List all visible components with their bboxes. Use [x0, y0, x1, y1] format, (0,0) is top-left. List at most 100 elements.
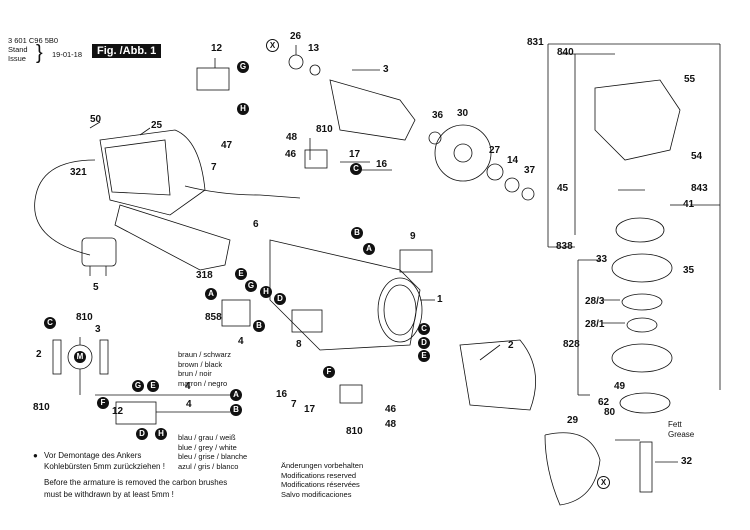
- part-label: 858: [205, 312, 222, 323]
- part-label: 80: [604, 407, 616, 418]
- part-label: 2: [508, 340, 514, 351]
- part-label: 810: [346, 426, 363, 437]
- callout-b: B: [230, 404, 242, 416]
- part-label: 318: [196, 270, 213, 281]
- callout-h: H: [237, 103, 249, 115]
- callout-f: F: [323, 366, 335, 378]
- part-label: 3: [95, 324, 101, 335]
- part-label: 26: [290, 31, 302, 42]
- part-label: 32: [681, 456, 693, 467]
- part-number: 3 601 C96 5B0: [8, 36, 59, 45]
- figure-label: Fig. /Abb. 1: [92, 44, 162, 58]
- part-label: 62: [598, 397, 610, 408]
- part-label: 36: [432, 110, 444, 121]
- part-label: 55: [684, 74, 696, 85]
- changes-reserved: Änderungen vorbehalten Modifications res…: [281, 461, 364, 499]
- callout-c: C: [44, 317, 56, 329]
- issue-label: Issue: [8, 54, 26, 63]
- note-en-2: must be withdrawn by at least 5mm !: [44, 490, 174, 499]
- part-label: 35: [683, 265, 695, 276]
- part-label: 810: [76, 312, 93, 323]
- callout-h: H: [155, 428, 167, 440]
- part-label: 810: [316, 124, 333, 135]
- part-label: 33: [596, 254, 608, 265]
- part-label: 843: [691, 183, 708, 194]
- callout-c: C: [350, 163, 362, 175]
- part-label: 16: [276, 389, 288, 400]
- x-reference: X: [597, 476, 610, 489]
- callout-d: D: [136, 428, 148, 440]
- part-label: 7: [211, 162, 217, 173]
- stand-label: Stand: [8, 45, 28, 54]
- grease-label: Fett Grease: [668, 420, 695, 439]
- callout-m: M: [74, 351, 86, 363]
- part-label: 321: [70, 167, 87, 178]
- brace-icon: }: [36, 42, 43, 64]
- part-label: 30: [457, 108, 469, 119]
- part-label: 12: [211, 43, 223, 54]
- bullet-icon: ●: [33, 451, 38, 460]
- part-label: 9: [410, 231, 416, 242]
- callout-g: G: [245, 280, 257, 292]
- part-label: 17: [349, 149, 361, 160]
- callout-h: H: [260, 286, 272, 298]
- part-label: 7: [291, 399, 297, 410]
- callout-b: B: [351, 227, 363, 239]
- callout-g: G: [132, 380, 144, 392]
- part-label: 13: [308, 43, 320, 54]
- part-label: 27: [489, 145, 501, 156]
- part-label: 4: [238, 336, 244, 347]
- part-label: 45: [557, 183, 569, 194]
- callout-e: E: [235, 268, 247, 280]
- part-label: 838: [556, 241, 573, 252]
- callout-c: C: [418, 323, 430, 335]
- callout-e: E: [418, 350, 430, 362]
- part-label: 46: [285, 149, 297, 160]
- part-label: 16: [376, 159, 388, 170]
- part-label: 828: [563, 339, 580, 350]
- part-label: 48: [286, 132, 298, 143]
- part-label: 49: [614, 381, 626, 392]
- part-label: 1: [437, 294, 443, 305]
- part-label: 6: [253, 219, 259, 230]
- part-label: 3: [383, 64, 389, 75]
- part-label: 4: [185, 381, 191, 392]
- wire-colors-blue: blau / grau / weiß blue / grey / white b…: [178, 433, 248, 471]
- note-en-1: Before the armature is removed the carbo…: [44, 478, 228, 487]
- callout-a: A: [363, 243, 375, 255]
- callout-a: A: [230, 389, 242, 401]
- part-label: 840: [557, 47, 574, 58]
- part-label: 29: [567, 415, 579, 426]
- part-label: 25: [151, 120, 163, 131]
- part-label: 12: [112, 406, 124, 417]
- note-de-2: Kohlebürsten 5mm zurückziehen !: [44, 462, 165, 471]
- part-label: 50: [90, 114, 102, 125]
- part-label: 14: [507, 155, 519, 166]
- part-label: 4: [186, 399, 192, 410]
- callout-d: D: [418, 337, 430, 349]
- part-label: 48: [385, 419, 397, 430]
- part-label: 46: [385, 404, 397, 415]
- callout-e: E: [147, 380, 159, 392]
- part-label: 831: [527, 37, 544, 48]
- part-label: 810: [33, 402, 50, 413]
- note-de-1: Vor Demontage des Ankers: [44, 451, 142, 460]
- part-label: 8: [296, 339, 302, 350]
- part-label: 28/3: [585, 296, 605, 307]
- part-label: 47: [221, 140, 233, 151]
- callout-f: F: [97, 397, 109, 409]
- part-label: 5: [93, 282, 99, 293]
- part-label: 2: [36, 349, 42, 360]
- part-label: 28/1: [585, 319, 605, 330]
- issue-date: 19-01-18: [52, 50, 83, 59]
- x-reference: X: [266, 39, 279, 52]
- part-label: 37: [524, 165, 536, 176]
- callout-b: B: [253, 320, 265, 332]
- callout-d: D: [274, 293, 286, 305]
- callout-g: G: [237, 61, 249, 73]
- callout-a: A: [205, 288, 217, 300]
- part-label: 17: [304, 404, 316, 415]
- part-label: 54: [691, 151, 703, 162]
- part-label: 41: [683, 199, 695, 210]
